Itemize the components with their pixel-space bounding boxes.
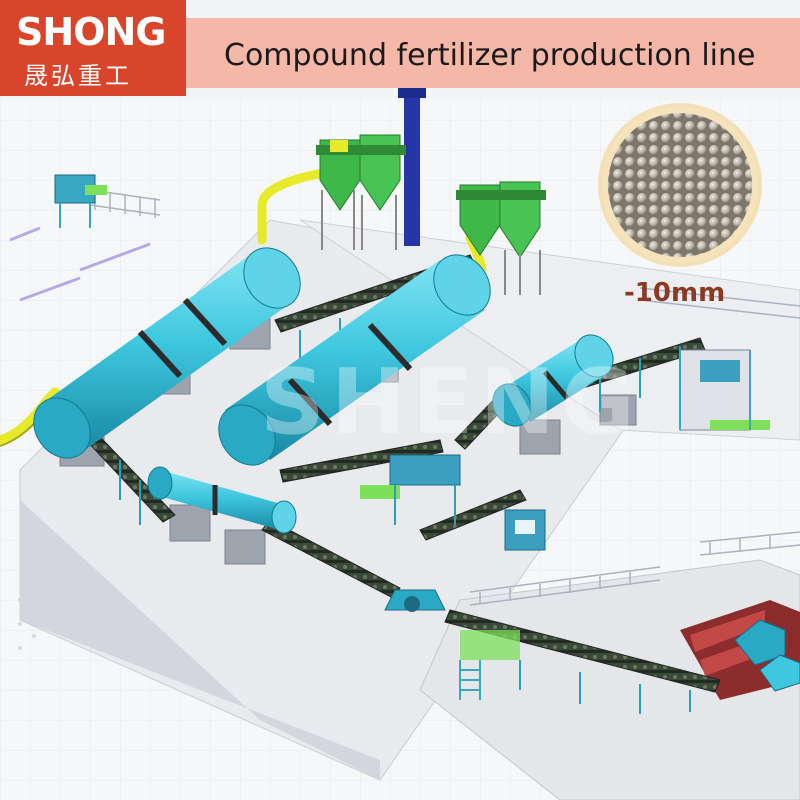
pellet-size-label: -10mm	[624, 278, 726, 308]
granulator-machine	[384, 589, 446, 612]
conveyor-supports	[119, 292, 691, 714]
cooling-drum-front	[147, 466, 297, 534]
header-banner: SHONG 晟弘重工 Compound fertilizer productio…	[0, 0, 800, 100]
crusher-machine	[360, 454, 461, 525]
title-band	[186, 18, 800, 88]
rotary-drum-2	[218, 254, 491, 466]
watermark-text: SHENG	[260, 350, 641, 455]
blower-fans	[734, 619, 800, 692]
decorative-light-lines	[9, 226, 151, 302]
feed-hopper	[54, 174, 107, 228]
rotary-drum-3	[492, 334, 614, 427]
cyclone-group-left	[316, 134, 406, 250]
cyclone-group-right	[456, 181, 546, 295]
screening-machine	[679, 349, 770, 431]
brand-logo: SHONG 晟弘重工	[0, 0, 186, 96]
page-title: Compound fertilizer production line	[224, 38, 756, 73]
logo-text: SHONG	[16, 10, 166, 54]
exhaust-chimney	[398, 86, 426, 246]
logo-subtext: 晟弘重工	[24, 62, 132, 90]
rotary-drum-1	[33, 247, 301, 459]
packing-machine	[504, 509, 546, 551]
pellet-inset	[598, 103, 762, 267]
platform-stairs	[459, 630, 520, 700]
